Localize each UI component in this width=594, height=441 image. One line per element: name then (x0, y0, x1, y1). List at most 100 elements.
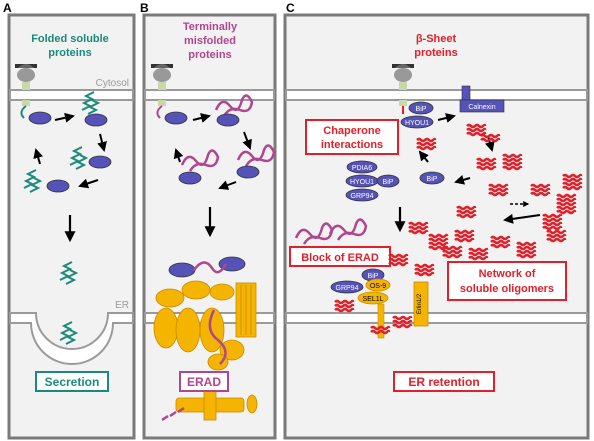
folded-protein-icon (69, 146, 89, 170)
beta-sheet-stack-icon (416, 137, 437, 151)
misfolded-protein-icon (180, 149, 220, 172)
erlin-label: Erlin1/2 (417, 293, 423, 314)
folded-protein-icon (23, 169, 43, 193)
bip-chaperone-icon (84, 113, 108, 127)
hyou1-icon (400, 115, 434, 129)
beta-sheet-stack-icon (334, 299, 355, 313)
beta-sheet-oligomers (334, 123, 583, 335)
beta-sheet-stack-icon (488, 183, 509, 197)
arrow-icon (437, 113, 456, 123)
hyou1-label: HYOU1 (405, 120, 429, 127)
folded-protein-icon (59, 261, 79, 285)
ribosome-icon (15, 64, 37, 119)
beta-sheet-stack-icon (516, 241, 537, 259)
beta-sheet-stack-icon (370, 325, 391, 335)
beta-sheet-stack-icon (542, 213, 563, 231)
pdia6-label: PDIA6 (352, 165, 372, 172)
block-of-erad-label: Block of ERAD (301, 252, 379, 264)
arrow-icon (454, 174, 471, 185)
beta-sheet-stack-icon (466, 123, 487, 137)
beta-sheet-stack-icon (392, 315, 413, 329)
beta-sheet-stack-icon (476, 157, 497, 171)
beta-sheet-stack-icon (428, 233, 449, 251)
bip-chaperone-icon (178, 171, 202, 185)
cytosol-label: Cytosol (96, 78, 129, 89)
bip-label: BiP (383, 179, 394, 186)
arrow-icon (192, 113, 211, 123)
bip-chaperone-icon (164, 111, 188, 125)
arrow-icon (484, 135, 495, 152)
hyou1-label: HYOU1 (350, 179, 374, 186)
arrow-icon (33, 148, 44, 165)
bip-icon (419, 171, 445, 185)
arrow-icon (78, 178, 99, 189)
panel-a-title-line2: proteins (48, 47, 91, 59)
arrow-icon (218, 180, 237, 190)
calnexin-icon: Calnexin (459, 85, 505, 113)
erad-box (179, 371, 229, 392)
panel-c-title-line2: proteins (414, 47, 457, 59)
erad-complex-icon (153, 256, 258, 422)
bip-chaperone-icon (28, 111, 52, 125)
misfolded-aggregate-icon (294, 218, 368, 245)
bip-chaperone-icon (216, 113, 240, 127)
sel1l-label: SEL1L (362, 296, 383, 303)
bip-chaperone-icon (236, 165, 260, 179)
bip-label: BiP (416, 106, 427, 113)
arrow-icon (242, 131, 252, 150)
arrow-icon (97, 133, 107, 152)
beta-sheet-stack-icon (530, 183, 551, 197)
bip-label: BiP (368, 273, 379, 280)
panel-c-title-line1: β-Sheet (416, 33, 457, 45)
secretion-label: Secretion (45, 375, 100, 389)
bip-label: BiP (427, 176, 438, 183)
beta-sheet-stack-icon (454, 229, 475, 243)
misfolded-protein-icon (236, 144, 276, 167)
chaperone-interactions-line1: Chaperone (323, 125, 380, 137)
upper-membranes (9, 89, 588, 101)
network-oligomers-line2: soluble oligomers (460, 283, 554, 295)
folded-protein-icon (81, 91, 101, 115)
chaperone-cluster: PDIA6 HYOU1 BiP GRP94 (345, 160, 400, 202)
grp94-label: GRP94 (336, 285, 359, 292)
chaperone-interactions-box (305, 119, 399, 155)
arrow-left-icon (503, 213, 541, 224)
panel-letter-b: B (140, 1, 149, 15)
arrow-icon (173, 148, 184, 163)
network-oligomers-line1: Network of (479, 268, 536, 280)
er-retention-label: ER retention (408, 375, 479, 389)
erad-label: ERAD (187, 375, 221, 389)
beta-sheet-stack-icon (468, 247, 489, 261)
er-retention-box (393, 371, 495, 392)
panel-b-title-line3: proteins (188, 49, 231, 61)
panel-letter-c: C (286, 1, 295, 15)
bip-chaperone-icon (88, 155, 112, 169)
folded-protein-icon (59, 321, 79, 345)
ribosome-icon (392, 64, 414, 114)
secretion-box (35, 371, 109, 392)
beta-sheet-stack-icon (480, 133, 501, 143)
misfolded-protein-icon (214, 94, 254, 117)
beta-sheet-stack-icon (562, 173, 583, 191)
beta-sheet-stack-icon (414, 263, 435, 277)
bip-chaperone-icon (46, 179, 70, 193)
beta-sheet-stack-icon (408, 221, 429, 235)
ribosome-icon (151, 64, 173, 119)
network-oligomers-box (447, 261, 567, 301)
grp94-label: GRP94 (351, 193, 374, 200)
beta-sheet-stack-icon (502, 153, 523, 171)
beta-sheet-stack-icon (456, 205, 477, 219)
os9-label: OS-9 (370, 283, 386, 290)
arrow-icon (54, 112, 75, 123)
beta-sheet-stack-icon (388, 253, 409, 267)
chaperone-interactions-line2: interactions (321, 139, 383, 151)
bip-icon (408, 101, 434, 115)
calnexin-label: Calnexin (468, 104, 495, 111)
panel-b-title-line2: misfolded (184, 35, 236, 47)
beta-sheet-stack-icon (490, 235, 511, 249)
erad-block-complex: BiP GRP94 OS-9 SEL1L Erlin1/2 (330, 268, 429, 339)
beta-sheet-stack-icon (442, 245, 463, 259)
beta-sheet-stack-icon (556, 193, 577, 215)
panel-letter-a: A (3, 1, 12, 15)
